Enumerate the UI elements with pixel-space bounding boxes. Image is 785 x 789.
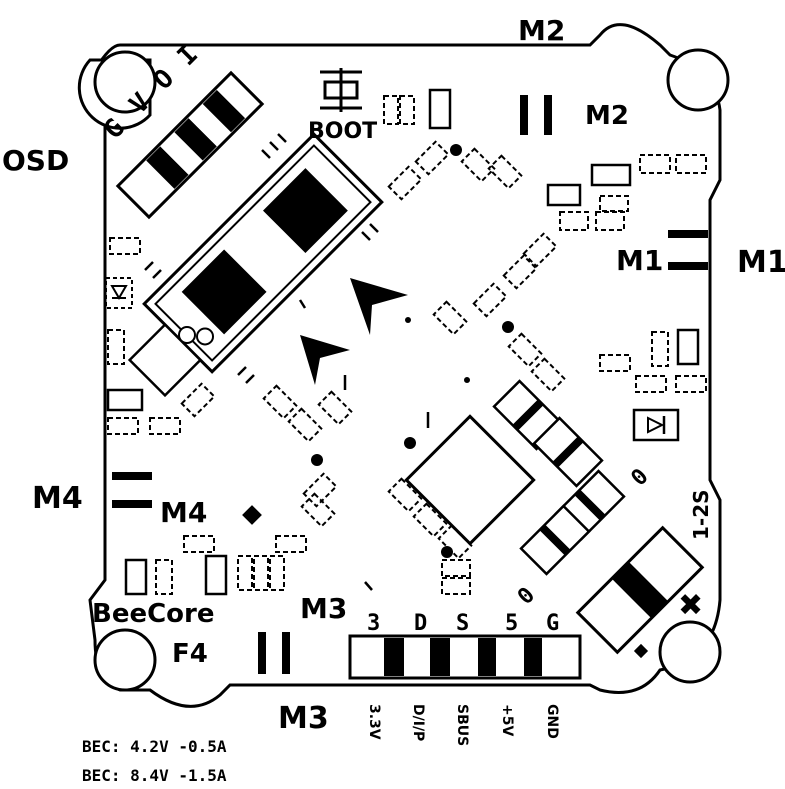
- motor-4-outer-label: M4: [32, 481, 83, 516]
- motor-2-outer-label: M2: [518, 14, 565, 47]
- power-components: 0 0 ✖: [242, 379, 705, 659]
- header-pin-5: 5: [505, 611, 518, 636]
- motor-3-inner-label: M3: [300, 592, 347, 625]
- motor-4-inner-label: M4: [160, 496, 207, 529]
- boot-label: BOOT: [308, 119, 377, 144]
- motor-pad-bars: [112, 95, 708, 674]
- mount-hole-top-right: [666, 48, 730, 112]
- mount-hole-top-left-ring: [93, 50, 157, 114]
- forward-arrow-upper: [350, 278, 408, 335]
- mount-hole-bottom-right: [658, 620, 722, 684]
- header-top-labels: 3 D S 5 G: [367, 611, 559, 636]
- left-ic-dot: [178, 326, 196, 344]
- svg-text:0: 0: [627, 464, 654, 491]
- svg-text:0: 0: [513, 583, 540, 610]
- header-pin-g: G: [546, 611, 559, 636]
- bec-spec-2: BEC: 8.4V -1.5A: [82, 766, 227, 785]
- passive-pads: [106, 88, 707, 596]
- motor-2-inner-label: M2: [585, 101, 629, 131]
- header-desc-dip: D/I/P: [410, 704, 426, 741]
- diode-right: [632, 408, 680, 442]
- svg-text:✖: ✖: [678, 588, 703, 623]
- osd-connector: [115, 70, 265, 220]
- header-desc-sbus: SBUS: [454, 704, 470, 746]
- motor-3-outer-label: M3: [278, 701, 329, 736]
- battery-label: 1-2S: [689, 489, 713, 540]
- header-pin-s: S: [456, 611, 469, 636]
- diode-left: [105, 277, 133, 309]
- boot-button[interactable]: [320, 68, 362, 112]
- forward-arrow-lower: [300, 335, 350, 385]
- header-pin-d: D: [414, 611, 427, 636]
- test-points: [311, 144, 514, 558]
- header-desc-gnd: GND: [544, 704, 560, 739]
- header-desc-3v3: 3.3V: [366, 704, 382, 740]
- header-bottom-labels: 3.3V D/I/P SBUS +5V GND: [366, 704, 560, 746]
- regulator-ic: [404, 414, 536, 546]
- osd-label: OSD: [2, 144, 69, 177]
- board-name: BeeCore: [92, 599, 214, 629]
- bottom-header: [348, 634, 582, 680]
- motor-1-outer-label: M1: [737, 245, 785, 280]
- motor-1-inner-label: M1: [616, 244, 663, 277]
- board-model: F4: [172, 639, 208, 669]
- header-desc-5v: +5V: [499, 704, 515, 736]
- bec-spec-1: BEC: 4.2V -0.5A: [82, 737, 227, 756]
- mount-hole-bottom-left: [93, 628, 157, 692]
- header-pin-3: 3: [367, 611, 380, 636]
- mcu-ticks: [144, 133, 430, 591]
